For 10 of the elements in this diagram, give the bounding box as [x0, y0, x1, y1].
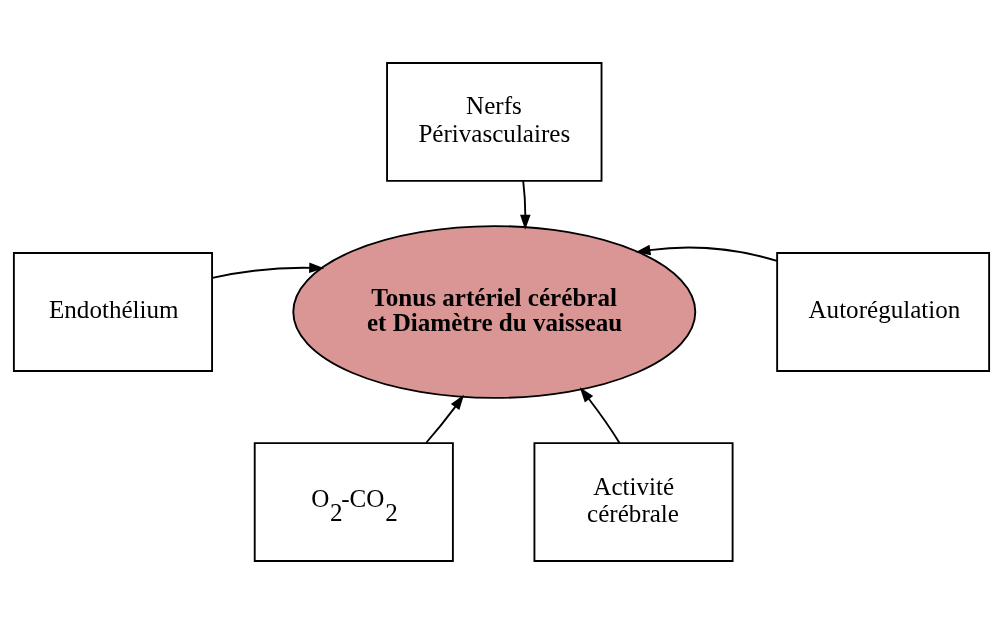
arrow	[579, 386, 621, 444]
node-ellipse: Tonus artériel cérébral et Diamètre du vaisseau	[292, 224, 697, 399]
arrow	[520, 179, 531, 230]
node-box: Activité cérébrale	[533, 441, 734, 562]
arrow	[211, 262, 325, 279]
node-box: Autorégulation	[776, 251, 991, 372]
node-box: Endothélium	[12, 251, 213, 372]
arrow	[425, 394, 464, 444]
arrow	[635, 244, 778, 262]
node-box: Nerfs Périvasculaires	[386, 61, 603, 182]
